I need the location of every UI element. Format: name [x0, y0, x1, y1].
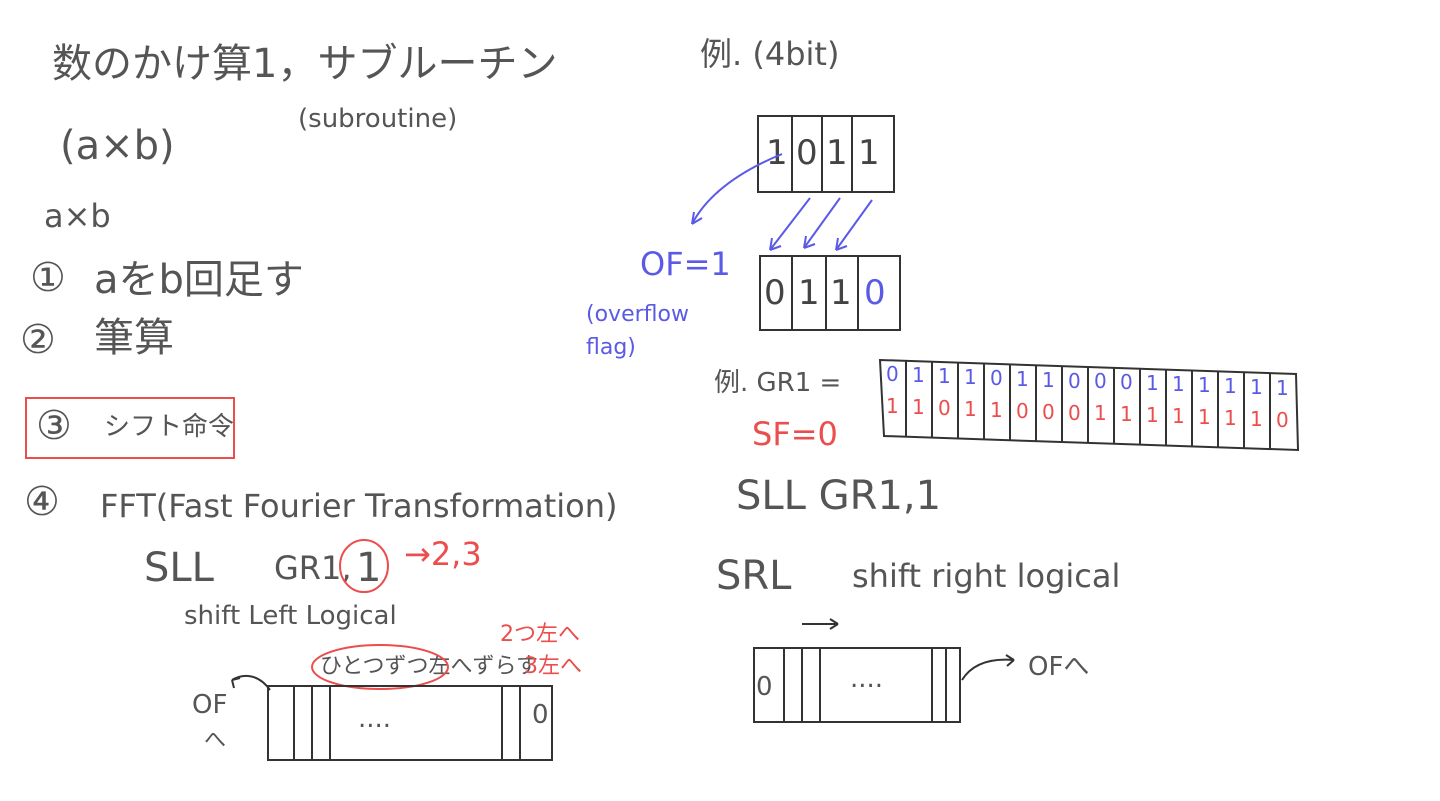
gr1-bit-before: 1 — [1276, 375, 1289, 400]
register-before-bit: 1 — [858, 133, 880, 173]
gr1-bit-after: 0 — [1042, 399, 1055, 424]
gr1-bit-before: 1 — [1146, 371, 1159, 396]
gr1-bit-before: 0 — [1094, 369, 1107, 394]
gr1-bit-after: 0 — [1068, 400, 1081, 425]
gr1-bit-before: 0 — [886, 362, 899, 387]
gr1-bit-after: 1 — [1224, 405, 1237, 430]
register-dots-right: .... — [850, 664, 884, 694]
sll-mnemonic: SLL — [144, 545, 214, 591]
item4-text: FFT(Fast Fourier Transformation) — [100, 487, 618, 525]
gr1-bit-before: 1 — [938, 364, 951, 389]
shift-arrow-3 — [835, 199, 873, 251]
shift-count-note: →2,3 — [404, 535, 482, 573]
register-after-bit: 0 — [864, 273, 886, 313]
gr1-bit-after: 1 — [1172, 404, 1185, 429]
shift-right-arrow — [802, 618, 839, 630]
sll-shift-count: 1 — [356, 545, 382, 591]
gr1-bit-after: 1 — [1120, 402, 1133, 427]
shift-right-logical: shift right logical — [852, 557, 1121, 595]
overflow-out-arrow-right — [961, 654, 1015, 681]
gr1-bit-before: 1 — [964, 365, 977, 390]
gr1-bit-before: 1 — [1016, 366, 1029, 391]
gr1-register-dividers — [905, 360, 1271, 450]
gr1-bit-after: 0 — [1016, 398, 1029, 423]
shift-count-circle — [339, 539, 389, 593]
of-label-left: OF — [192, 690, 228, 720]
item1-text: aをb回足す — [94, 257, 304, 303]
register-last-bit-left: 0 — [532, 700, 549, 730]
example-gr1-label: 例. GR1 = — [714, 368, 842, 398]
overflow-arrow-head — [691, 211, 703, 225]
gr1-bit-before: 1 — [1042, 367, 1055, 392]
register-first-bit-right: 0 — [756, 672, 773, 702]
gr1-bit-after: 1 — [886, 394, 899, 419]
gr1-bit-after: 1 — [964, 397, 977, 422]
shift-arrow-2 — [803, 197, 841, 249]
gr1-bit-after: 1 — [1250, 406, 1263, 431]
register-before-bit: 1 — [826, 133, 848, 173]
gr1-bit-after: 1 — [912, 395, 925, 420]
gr1-bit-after: 1 — [1198, 404, 1211, 429]
register-after-bit: 1 — [798, 273, 820, 313]
register-left-outline — [267, 685, 553, 761]
axb-label: a×b — [44, 197, 111, 235]
item3-highlight-box — [25, 397, 235, 459]
register-before-bit: 0 — [796, 133, 818, 173]
shift-arrow-1 — [769, 197, 811, 251]
srl-mnemonic: SRL — [716, 553, 792, 599]
item4-number: ④ — [24, 479, 60, 525]
register-after-outline — [759, 255, 901, 331]
note-one-circle — [311, 644, 449, 690]
note-three-left: 3左へ — [524, 654, 582, 679]
gr1-bit-before: 1 — [1172, 372, 1185, 397]
gr1-bit-after: 1 — [990, 397, 1003, 422]
shift-left-logical: shift Left Logical — [184, 601, 397, 631]
lecture-title: 数のかけ算1，サブルーチン — [52, 41, 558, 87]
gr1-bit-after: 0 — [938, 396, 951, 421]
axb-paren: (a×b) — [60, 123, 175, 169]
item2-number: ② — [20, 317, 56, 363]
gr1-bit-before: 1 — [1198, 372, 1211, 397]
note-two-left: 2つ左へ — [500, 622, 580, 647]
overflow-out-arrow-left-head — [231, 677, 241, 689]
note-one-by-one: ひとつずつ左へずらす — [320, 654, 539, 679]
subroutine-label: (subroutine) — [298, 104, 458, 134]
gr1-bit-after: 1 — [1094, 401, 1107, 426]
gr1-bit-before: 0 — [1120, 370, 1133, 395]
sll-register: GR1, — [274, 549, 352, 587]
item3-text: シフト命令 — [104, 412, 235, 442]
register-before-bit: 1 — [766, 133, 788, 173]
gr1-bit-after: 1 — [1146, 403, 1159, 428]
of-to-label: OFへ — [1028, 652, 1090, 682]
register-dots-left: .... — [358, 704, 392, 734]
gr1-bit-before: 0 — [990, 365, 1003, 390]
item1-number: ① — [30, 255, 66, 301]
gr1-bit-before: 1 — [1250, 374, 1263, 399]
register-before-outline — [757, 115, 895, 193]
example-4bit-title: 例. (4bit) — [700, 35, 840, 73]
overflow-flag-note: (overflow flag) — [586, 302, 689, 360]
register-after-bit: 0 — [764, 273, 786, 313]
gr1-bit-before: 0 — [1068, 368, 1081, 393]
item2-text: 筆算 — [94, 315, 174, 361]
register-after-bit: 1 — [830, 273, 852, 313]
gr1-register-outline — [878, 358, 1300, 452]
item3-number: ③ — [36, 403, 72, 449]
sign-flag-equals: SF=0 — [752, 415, 838, 453]
sll-gr1-instruction: SLL GR1,1 — [736, 473, 942, 519]
of-hook-left: へ — [204, 728, 227, 753]
gr1-bit-after: 0 — [1276, 407, 1289, 432]
gr1-bit-before: 1 — [912, 363, 925, 388]
overflow-arrow — [691, 153, 783, 225]
register-right-outline — [753, 647, 961, 723]
overflow-equals: OF=1 — [640, 245, 731, 283]
gr1-bit-before: 1 — [1224, 373, 1237, 398]
